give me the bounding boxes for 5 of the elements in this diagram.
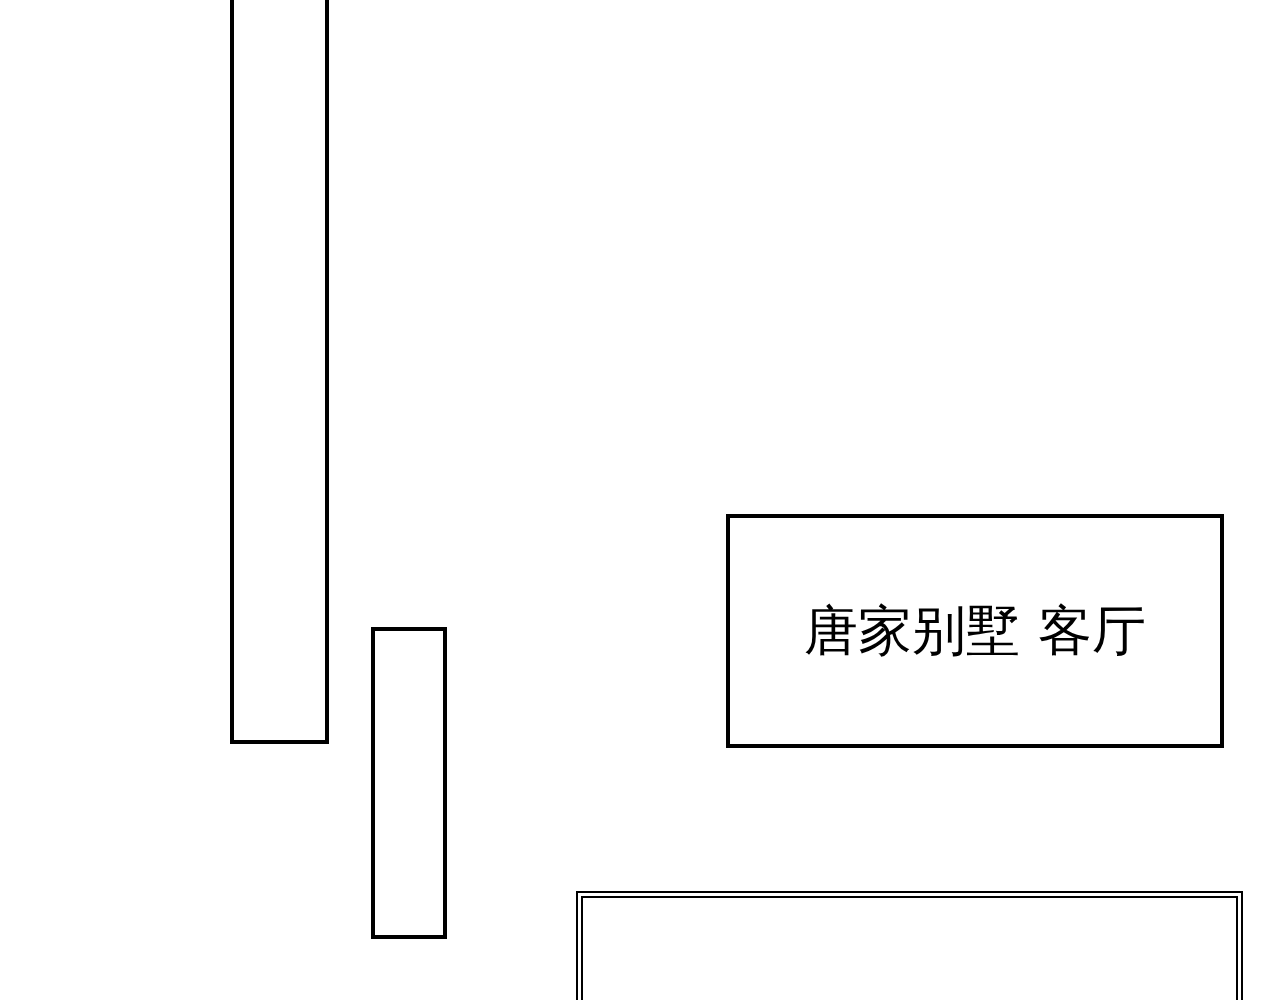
panel-frame — [230, 0, 329, 744]
panel-frame — [576, 891, 1243, 1000]
panel-frame — [371, 627, 447, 939]
caption-box — [726, 514, 1224, 748]
location-caption: 唐家别墅 客厅 — [804, 597, 1146, 664]
